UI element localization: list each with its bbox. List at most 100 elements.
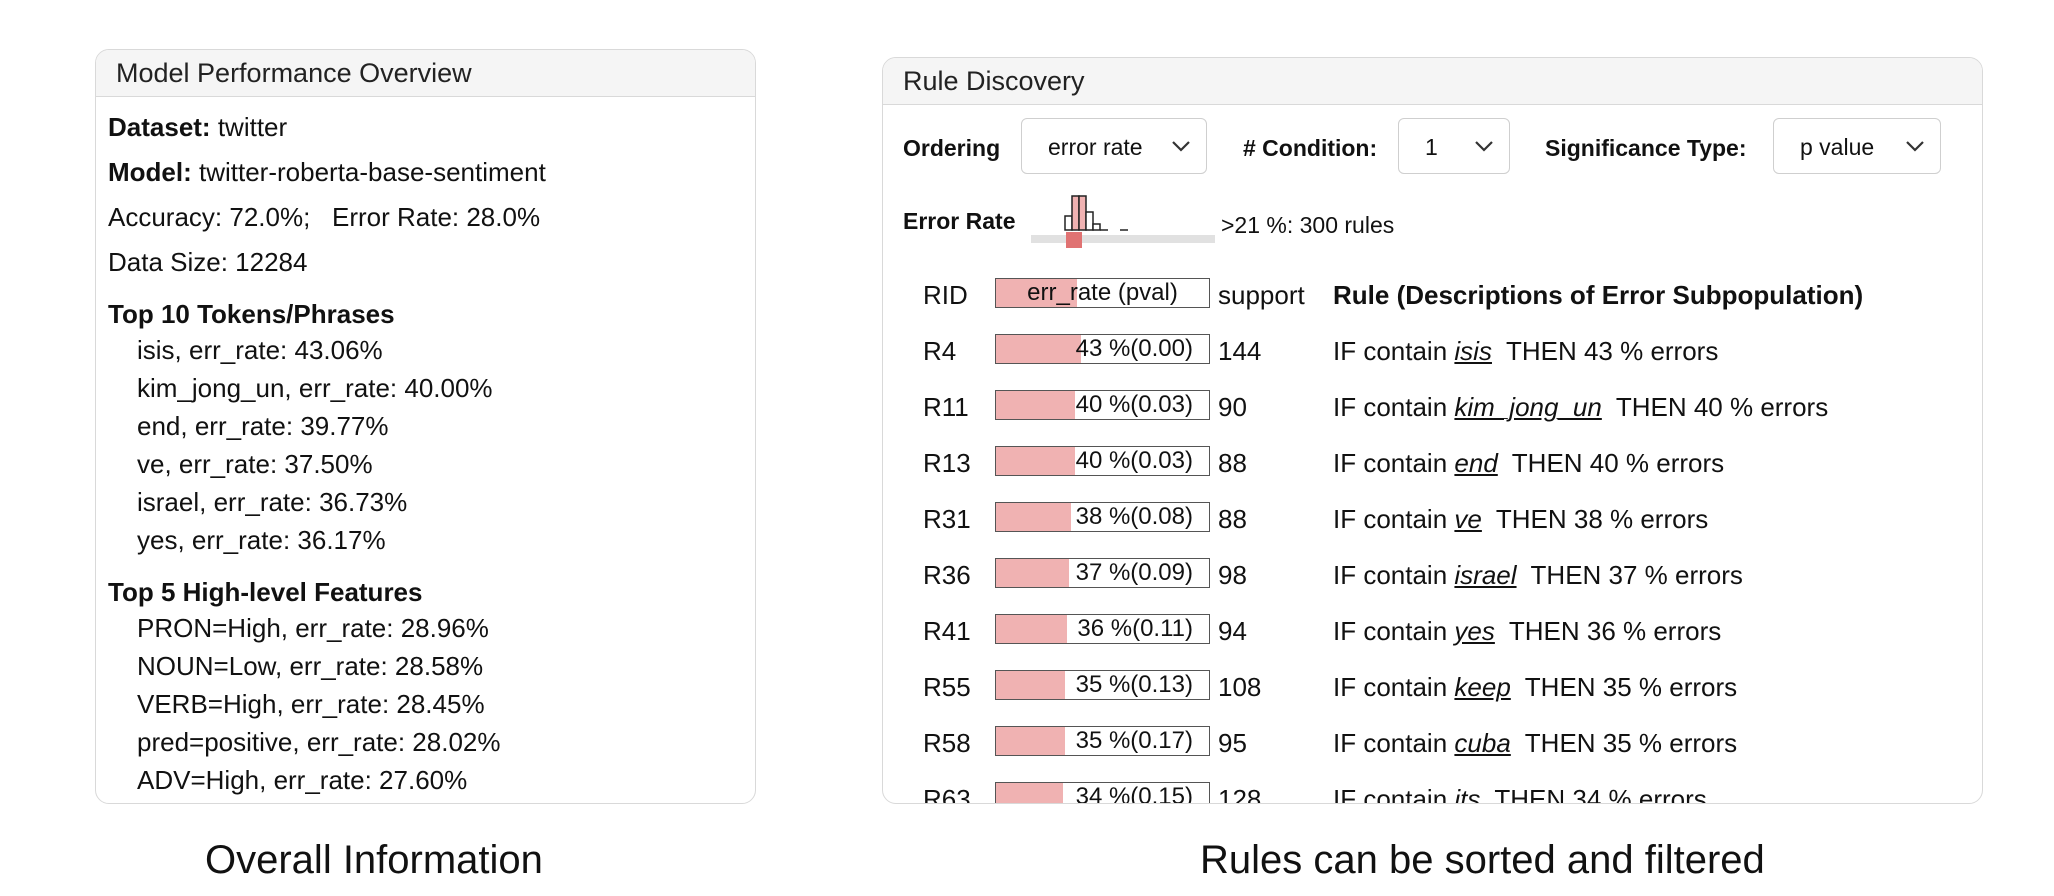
feature-item: pred=positive, err_rate: 28.02% [137,727,501,757]
err-rate-text: 37 %(0.09) [1075,559,1193,586]
rule-suffix: THEN 36 % errors [1508,616,1722,646]
rule-prefix: IF contain [1333,672,1448,702]
err-rate-text: 40 %(0.03) [1075,391,1193,418]
significance-select[interactable]: p value [1773,118,1941,174]
support-value: 90 [1218,392,1247,422]
ordering-value: error rate [1048,134,1143,160]
rule-token[interactable]: isis [1454,336,1492,366]
header-bar-fill [996,279,1077,307]
support-value: 98 [1218,560,1247,590]
rule-token[interactable]: yes [1454,616,1495,646]
rule-description: IF contain cuba THEN 35 % errors [1333,728,1737,759]
rule-id: R63 [923,784,971,804]
error-rate-label: Error Rate [903,208,1016,234]
histogram-bin [1085,211,1094,231]
err-rate-bar-fill [996,335,1082,363]
rule-description: IF contain ve THEN 38 % errors [1333,504,1708,535]
rule-suffix: THEN 34 % errors [1494,784,1707,804]
histogram-bin [1064,215,1073,231]
rule-suffix: THEN 35 % errors [1524,728,1738,758]
err-rate-bar: 38 %(0.08) [995,502,1210,532]
accuracy-text: Accuracy: 72.0%; [108,202,311,232]
rule-token[interactable]: cuba [1454,728,1511,758]
tokens-title: Top 10 Tokens/Phrases [108,299,395,329]
err-rate-text: 35 %(0.13) [1075,671,1193,698]
rule-id: R4 [923,336,957,366]
significance-label: Significance Type: [1545,135,1747,161]
err-rate-bar-fill [996,671,1066,699]
rule-discovery-panel: Rule Discovery Ordering error rate # Con… [882,57,1983,804]
support-value: 144 [1218,336,1262,366]
dataset-value: twitter [217,112,288,142]
support-value: 108 [1218,672,1262,702]
err-rate-bar: 34 %(0.15) [995,782,1210,804]
model-line: Model: twitter-roberta-base-sentiment [108,150,743,195]
rule-id: R55 [923,672,971,702]
rule-row[interactable]: R58 35 %(0.17) 95 IF contain cuba THEN 35 %… [883,716,1982,772]
header-err-rate-label: err_rate (pval) [1027,279,1178,306]
accuracy-line: Accuracy: 72.0%; Error Rate: 28.0% [108,195,743,240]
header-support[interactable]: support [1218,280,1305,310]
err-rate-bar-fill [996,727,1066,755]
rule-prefix: IF contain [1333,504,1448,534]
significance-value: p value [1800,134,1875,160]
err-rate-text: 40 %(0.03) [1075,447,1193,474]
rule-token[interactable]: ve [1454,504,1482,534]
rule-id: R58 [923,728,971,758]
histogram-bin [1078,195,1087,231]
rule-prefix: IF contain [1333,728,1448,758]
rule-token[interactable]: keep [1454,672,1511,702]
rule-suffix: THEN 40 % errors [1511,448,1725,478]
rule-token[interactable]: end [1454,448,1498,478]
header-err-rate[interactable]: err_rate (pval) [995,278,1210,308]
err-rate-bar: 37 %(0.09) [995,558,1210,588]
ordering-select[interactable]: error rate [1021,118,1207,174]
left-caption: Overall Information [205,838,543,882]
rule-prefix: IF contain [1333,448,1448,478]
condition-select[interactable]: 1 [1398,118,1510,174]
rule-token[interactable]: israel [1454,560,1517,590]
condition-value: 1 [1425,134,1438,160]
features-list: PRON=High, err_rate: 28.96%NOUN=Low, err… [108,609,743,799]
ordering-label: Ordering [903,135,1001,161]
support-value: 88 [1218,504,1247,534]
err-rate-bar-fill [996,783,1064,803]
rule-suffix: THEN 38 % errors [1495,504,1709,534]
rule-suffix: THEN 37 % errors [1530,560,1743,590]
rule-description: IF contain kim_jong_un THEN 40 % errors [1333,392,1828,423]
chevron-down-icon [1172,141,1190,152]
header-rid[interactable]: RID [923,280,968,310]
err-rate-text: 34 %(0.15) [1075,783,1193,804]
err-rate-bar: 35 %(0.13) [995,670,1210,700]
err-rate-bar-fill [996,447,1076,475]
err-rate-bar: 35 %(0.17) [995,726,1210,756]
feature-item: VERB=High, err_rate: 28.45% [137,689,485,719]
rule-discovery-title: Rule Discovery [883,58,1982,105]
rule-token[interactable]: its [1454,784,1481,804]
token-item: yes, err_rate: 36.17% [137,525,386,555]
tokens-list: isis, err_rate: 43.06%kim_jong_un, err_r… [108,331,743,559]
overview-title: Model Performance Overview [96,50,755,97]
slider-handle[interactable] [1066,232,1082,248]
rule-token[interactable]: kim_jong_un [1454,392,1602,422]
rule-prefix: IF contain [1333,784,1448,804]
support-value: 95 [1218,728,1247,758]
rule-suffix: THEN 40 % errors [1615,392,1829,422]
token-item: israel, err_rate: 36.73% [137,487,408,517]
rule-prefix: IF contain [1333,392,1448,422]
rules-table: RID err_rate (pval) support Rule (Descri… [883,268,1982,804]
slider-track[interactable] [1031,235,1215,243]
err-rate-bar: 40 %(0.03) [995,390,1210,420]
token-item: kim_jong_un, err_rate: 40.00% [137,373,493,403]
err-rate-bar-fill [996,391,1076,419]
chevron-down-icon [1475,141,1493,152]
feature-item: ADV=High, err_rate: 27.60% [137,765,468,795]
